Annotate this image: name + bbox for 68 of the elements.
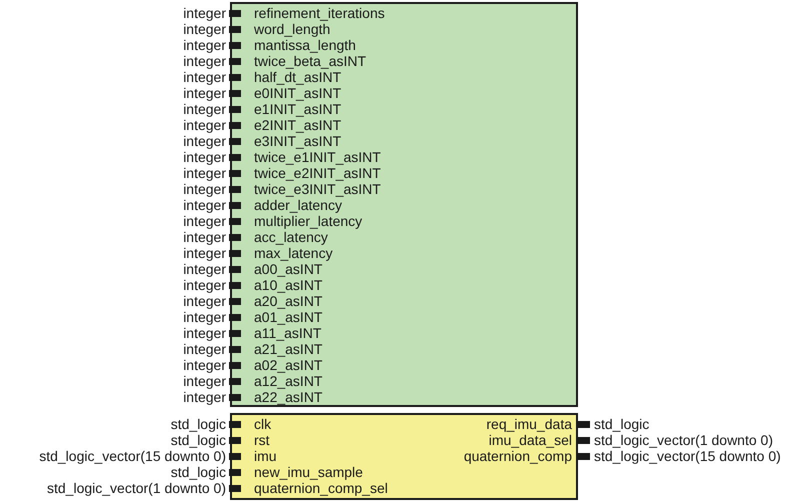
port-type: std_logic_vector(15 downto 0)	[594, 448, 781, 464]
port-type: integer	[183, 197, 226, 213]
port-type: integer	[183, 229, 226, 245]
port-type: integer	[183, 325, 226, 341]
port-type: integer	[183, 341, 226, 357]
port-type: integer	[183, 101, 226, 117]
port-type: integer	[183, 357, 226, 373]
port-type: integer	[183, 309, 226, 325]
port-name: a11_asINT	[254, 325, 322, 341]
port-type: std_logic	[170, 464, 226, 480]
port-type: std_logic	[594, 416, 650, 432]
port-type: integer	[183, 165, 226, 181]
port-name: twice_e3INIT_asINT	[254, 181, 381, 197]
port-type: integer	[183, 389, 226, 405]
generic-panel	[230, 2, 578, 407]
port-name: half_dt_asINT	[254, 69, 342, 85]
port-name: multiplier_latency	[254, 213, 362, 229]
port-type: integer	[183, 277, 226, 293]
port-name: e2INIT_asINT	[254, 117, 342, 133]
port-type: std_logic	[170, 432, 226, 448]
port-type: integer	[183, 5, 226, 21]
port-name: acc_latency	[254, 229, 328, 245]
port-name: a02_asINT	[254, 357, 322, 373]
port-name: a00_asINT	[254, 261, 322, 277]
port-type: integer	[183, 181, 226, 197]
port-name: imu	[254, 448, 277, 464]
port-type: integer	[183, 21, 226, 37]
port-type: integer	[183, 149, 226, 165]
port-name: twice_e1INIT_asINT	[254, 149, 381, 165]
port-name: e3INIT_asINT	[254, 133, 342, 149]
port-name: e1INIT_asINT	[254, 101, 342, 117]
port-type: integer	[183, 117, 226, 133]
port-type: integer	[183, 53, 226, 69]
port-name: a01_asINT	[254, 309, 322, 325]
port-name: max_latency	[254, 245, 333, 261]
port-name: twice_beta_asINT	[254, 53, 366, 69]
port-type: integer	[183, 85, 226, 101]
port-type: std_logic_vector(15 downto 0)	[39, 448, 226, 464]
port-type: integer	[183, 293, 226, 309]
port-name: word_length	[254, 21, 330, 37]
port-name: rst	[254, 432, 270, 448]
port-type: integer	[183, 245, 226, 261]
port-type: integer	[183, 37, 226, 53]
port-name: twice_e2INIT_asINT	[254, 165, 381, 181]
port-name: e0INIT_asINT	[254, 85, 342, 101]
port-name: adder_latency	[254, 197, 342, 213]
port-type: std_logic_vector(1 downto 0)	[47, 480, 226, 496]
port-type: std_logic_vector(1 downto 0)	[594, 432, 773, 448]
port-name: a10_asINT	[254, 277, 322, 293]
port-type: std_logic	[170, 416, 226, 432]
port-name: mantissa_length	[254, 37, 356, 53]
port-name: a12_asINT	[254, 373, 322, 389]
port-name: new_imu_sample	[254, 464, 363, 480]
port-name: a21_asINT	[254, 341, 322, 357]
port-panel	[230, 413, 578, 500]
port-type: integer	[183, 133, 226, 149]
port-type: integer	[183, 373, 226, 389]
port-type: integer	[183, 69, 226, 85]
port-name: imu_data_sel	[488, 432, 572, 448]
port-name: refinement_iterations	[254, 5, 385, 21]
port-name: a22_asINT	[254, 389, 322, 405]
port-name: a20_asINT	[254, 293, 322, 309]
port-name: quaternion_comp	[464, 448, 572, 464]
port-type: integer	[183, 213, 226, 229]
port-name: quaternion_comp_sel	[254, 480, 388, 496]
port-type: integer	[183, 261, 226, 277]
port-name: clk	[254, 416, 272, 432]
port-name: req_imu_data	[486, 416, 572, 432]
